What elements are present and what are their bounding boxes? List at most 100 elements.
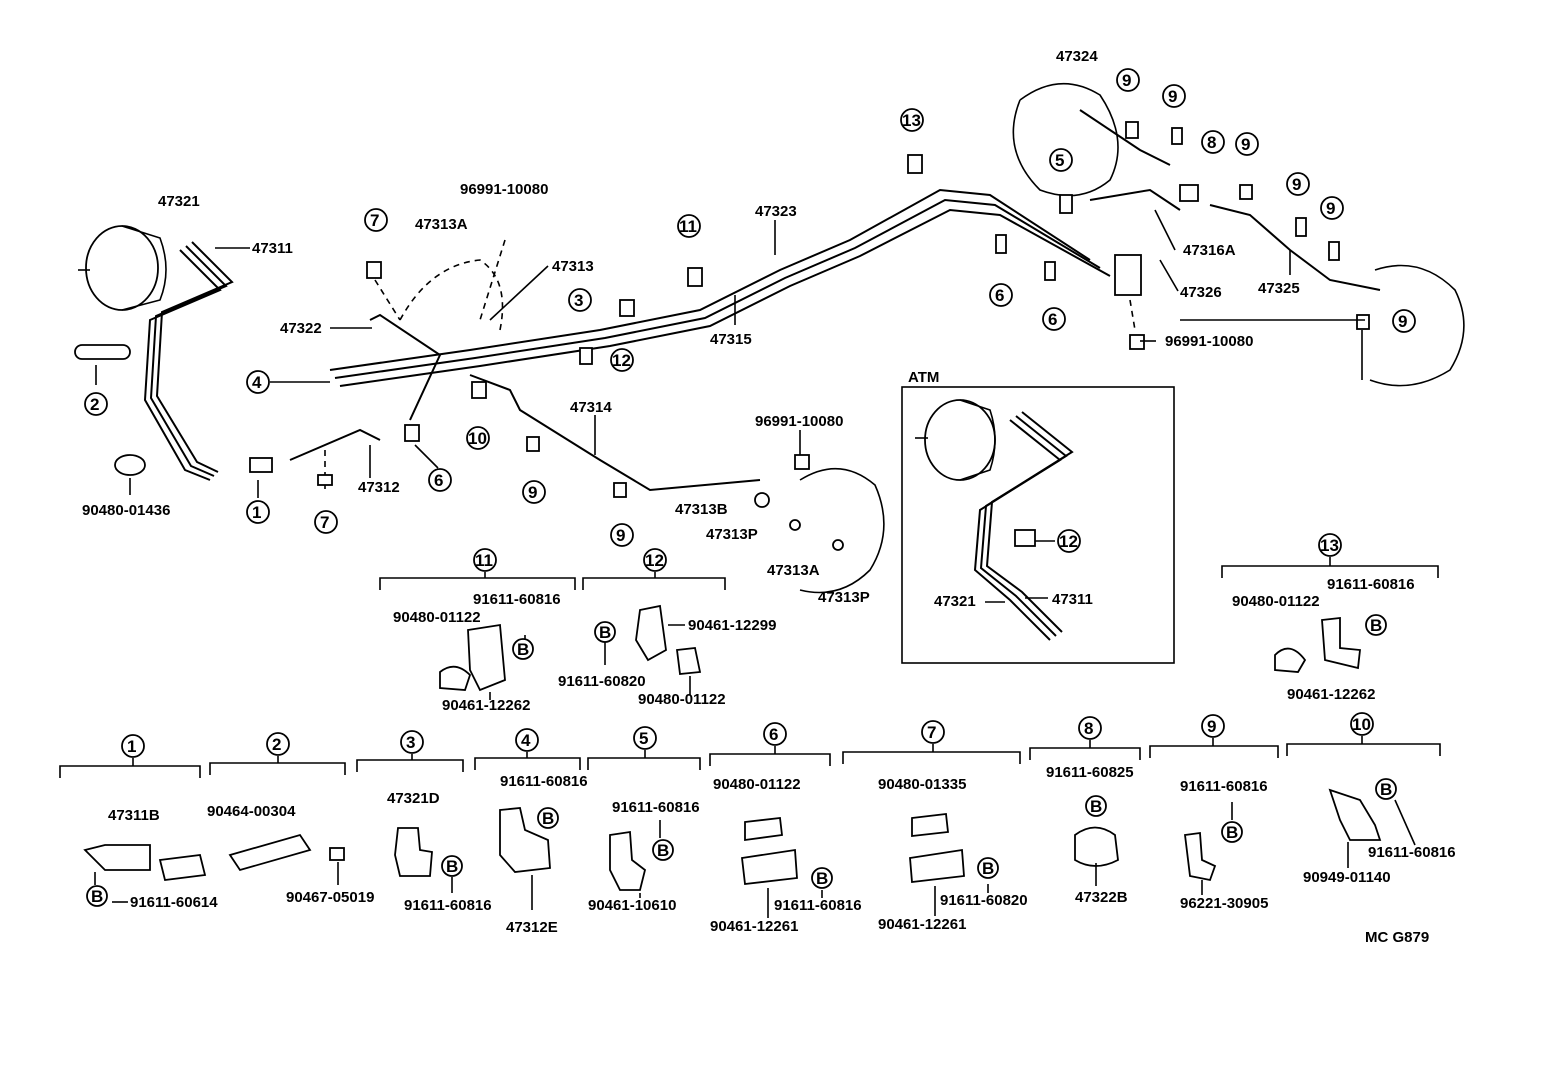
svg-text:1: 1 <box>252 503 261 522</box>
label-47312: 47312 <box>358 479 400 496</box>
g3-label-a: 47321D <box>387 790 440 807</box>
g1-label-b: 91611-60614 <box>130 894 218 911</box>
svg-text:6: 6 <box>769 725 778 744</box>
g6-label-c: 90461-12261 <box>710 918 798 935</box>
svg-text:8: 8 <box>1084 719 1093 738</box>
g10-label-a: 91611-60816 <box>1368 844 1456 861</box>
svg-text:12: 12 <box>645 551 664 570</box>
label-47322: 47322 <box>280 320 322 337</box>
callout-ticks <box>132 557 1363 766</box>
callout-g1: 1 <box>121 734 145 758</box>
svg-text:2: 2 <box>272 735 281 754</box>
svg-text:B: B <box>599 623 611 642</box>
callout-6b: 6 <box>989 283 1013 307</box>
g11-label-a: 91611-60816 <box>473 591 561 608</box>
callout-11: 11 <box>677 214 701 238</box>
bolt-g11: B <box>512 638 534 660</box>
g10-label-b: 90949-01140 <box>1303 869 1391 886</box>
detail-parts <box>83 604 1382 891</box>
svg-text:B: B <box>446 857 458 876</box>
callout-9d: 9 <box>1162 84 1186 108</box>
callout-12: 12 <box>610 348 634 372</box>
svg-text:5: 5 <box>1055 151 1064 170</box>
svg-text:9: 9 <box>1122 71 1131 90</box>
svg-text:B: B <box>517 640 529 659</box>
g13-label-b: 90480-01122 <box>1232 593 1320 610</box>
svg-text:9: 9 <box>1168 87 1177 106</box>
label-90480-01436: 90480-01436 <box>82 502 170 519</box>
callout-9h: 9 <box>1392 309 1416 333</box>
callout-13: 13 <box>900 108 924 132</box>
brake-tubes <box>143 109 1381 492</box>
g13-label-c: 90461-12262 <box>1287 686 1375 703</box>
svg-text:2: 2 <box>90 395 99 414</box>
svg-text:B: B <box>542 809 554 828</box>
callout-g10: 10 <box>1350 712 1374 736</box>
svg-text:13: 13 <box>902 111 921 130</box>
leader-lines <box>95 209 1365 603</box>
g12-label-b: 91611-60820 <box>558 673 646 690</box>
g12-label-a: 90461-12299 <box>688 617 776 634</box>
right-rear-drum <box>1361 264 1465 387</box>
callout-6: 6 <box>428 468 452 492</box>
bolt-g10: B <box>1375 778 1397 800</box>
g11-label-b: 90480-01122 <box>393 609 481 626</box>
svg-text:8: 8 <box>1207 133 1216 152</box>
g6-label-a: 90480-01122 <box>713 776 801 793</box>
g12-label-c: 90480-01122 <box>638 691 726 708</box>
callout-7: 7 <box>364 208 388 232</box>
front-left-rotor <box>399 259 504 331</box>
label-47315: 47315 <box>710 331 752 348</box>
svg-text:3: 3 <box>406 733 415 752</box>
atm-label-47311: 47311 <box>1052 591 1093 608</box>
label-96991-b: 96991-10080 <box>1165 333 1253 350</box>
bolt-markers: B B B B B B B B B B B B <box>86 614 1397 907</box>
g7-label-b: 91611-60820 <box>940 892 1028 909</box>
label-47326: 47326 <box>1180 284 1222 301</box>
bolt-g8: B <box>1085 795 1107 817</box>
callout-g4: 4 <box>515 728 539 752</box>
g6-label-b: 91611-60816 <box>774 897 862 914</box>
label-47325: 47325 <box>1258 280 1300 297</box>
callout-4: 4 <box>246 370 270 394</box>
bolt-g13: B <box>1365 614 1387 636</box>
atm-title: ATM <box>908 369 939 386</box>
svg-text:B: B <box>1090 797 1102 816</box>
label-47324: 47324 <box>1056 48 1098 65</box>
bolt-g12: B <box>594 621 616 643</box>
atm-label-47321: 47321 <box>934 593 976 610</box>
svg-text:7: 7 <box>927 723 936 742</box>
svg-text:12: 12 <box>1059 532 1078 551</box>
svg-text:9: 9 <box>1292 175 1301 194</box>
bolt-g9: B <box>1221 821 1243 843</box>
callout-12b: 12 <box>1057 529 1081 553</box>
label-47314: 47314 <box>570 399 612 416</box>
callout-g8: 8 <box>1078 716 1102 740</box>
bolt-g1: B <box>86 885 108 907</box>
callout-g9: 9 <box>1201 714 1225 738</box>
g7-label-c: 90461-12261 <box>878 916 966 933</box>
bolt-g4: B <box>537 807 559 829</box>
svg-text:4: 4 <box>521 731 531 750</box>
g13-label-a: 91611-60816 <box>1327 576 1415 593</box>
svg-text:3: 3 <box>574 291 583 310</box>
svg-text:6: 6 <box>434 471 443 490</box>
g5-label-a: 91611-60816 <box>612 799 700 816</box>
front-right-rotor <box>799 467 885 594</box>
g8-label-b: 47322B <box>1075 889 1128 906</box>
g9-label-b: 96221-30905 <box>1180 895 1268 912</box>
label-47313A: 47313A <box>415 216 468 233</box>
svg-text:12: 12 <box>612 351 631 370</box>
atm-inset <box>901 386 1175 664</box>
label-47311: 47311 <box>252 240 293 257</box>
callout-g3: 3 <box>400 730 424 754</box>
callout-1: 1 <box>246 500 270 524</box>
svg-text:9: 9 <box>616 526 625 545</box>
svg-text:11: 11 <box>475 551 493 570</box>
g4-label-b: 47312E <box>506 919 558 936</box>
bolt-g3: B <box>441 855 463 877</box>
g8-label-a: 91611-60825 <box>1046 764 1134 781</box>
callout-g6: 6 <box>763 722 787 746</box>
